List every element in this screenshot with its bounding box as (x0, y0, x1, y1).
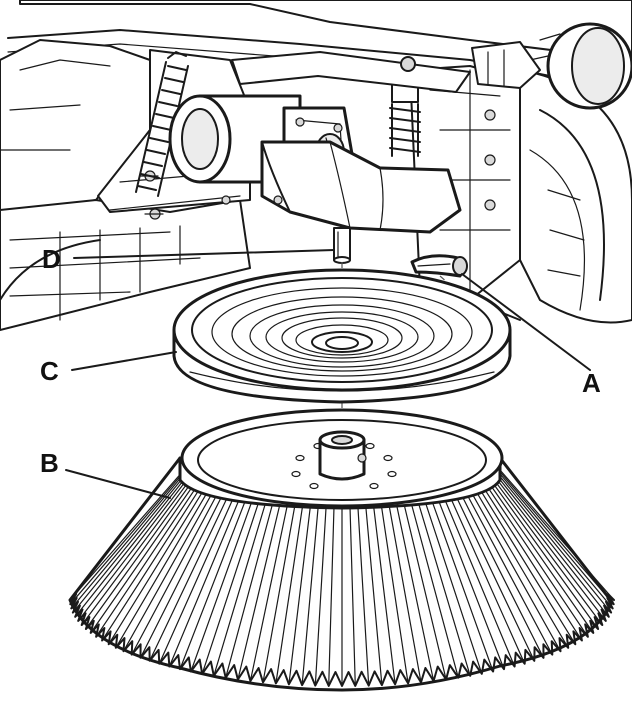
bristle-stroke (364, 499, 383, 686)
retaining-knob (410, 254, 468, 278)
leader-lines (65, 249, 591, 499)
bristle-stroke (201, 495, 262, 675)
bristle-stroke (499, 470, 615, 605)
bristle-stroke (429, 494, 494, 673)
bristle-stroke (480, 483, 583, 642)
bristle-stroke (158, 491, 237, 665)
bristle-stroke (115, 486, 212, 649)
bristle-stroke (81, 478, 192, 626)
bristle-stroke (179, 493, 249, 670)
drive-shaft (333, 227, 351, 264)
bristle-stroke (435, 493, 505, 670)
bristle-stroke (90, 480, 197, 634)
bristle-stroke (422, 495, 483, 675)
mounting-holes (291, 442, 397, 490)
bristle-stroke (498, 472, 614, 610)
bristle-stroke (85, 479, 194, 630)
bristle-stroke (190, 494, 255, 673)
broom-motor-arm (168, 51, 471, 234)
bristle-stroke (168, 492, 243, 668)
broom-bristles (69, 469, 615, 687)
bristle-stroke (262, 498, 297, 683)
bristle-stroke (387, 498, 422, 683)
leader-line-b (65, 469, 171, 499)
leader-line-d (73, 249, 335, 259)
vertical-spring (389, 83, 421, 157)
leader-line-a (461, 273, 591, 371)
bristle-stroke (447, 491, 526, 665)
bristle-stroke (487, 480, 594, 634)
bristle-stroke (499, 469, 615, 601)
bristle-stroke (472, 486, 569, 649)
bristle-stroke (122, 487, 216, 652)
bristle-stroke (492, 478, 603, 626)
bristle-stroke (497, 473, 612, 614)
brush-plate (172, 268, 512, 404)
callout-label-a: A (582, 368, 601, 398)
bristle-stroke (490, 479, 599, 630)
bristle-stroke (108, 484, 208, 645)
bristle-stroke (225, 496, 275, 679)
bristle-stroke (249, 497, 290, 682)
bristle-stroke (139, 489, 226, 659)
bristle-stroke (394, 497, 435, 682)
bristle-stroke (314, 499, 328, 687)
bristle-stroke (288, 498, 312, 685)
bristle-stroke (453, 490, 535, 662)
bristle-stroke (131, 488, 221, 656)
bristle-stroke (441, 492, 516, 668)
bristle-stroke (496, 475, 610, 618)
bristle-stroke (379, 498, 409, 685)
bristle-stroke (69, 470, 185, 605)
bristle-stroke (463, 488, 553, 656)
callout-label-b: B (40, 448, 59, 478)
bristle-stroke (69, 469, 185, 601)
bristle-stroke (401, 497, 447, 681)
bristle-tips (69, 593, 615, 687)
callout-label-c: C (40, 356, 59, 386)
bristle-stroke (70, 472, 186, 610)
bristle-stroke (74, 475, 188, 618)
bristle-stroke (275, 498, 305, 685)
bristle-stroke (149, 490, 231, 662)
leader-line-c (71, 351, 177, 371)
bristle-stroke (494, 476, 607, 622)
side-broom (68, 408, 615, 692)
bristle-stroke (301, 499, 320, 686)
bristle-stroke (356, 499, 370, 687)
bristle-stroke (468, 487, 562, 652)
bristle-stroke (77, 476, 190, 622)
bristle-stroke (95, 482, 200, 638)
callout-label-d: D (42, 244, 61, 274)
bristle-stroke (237, 497, 283, 681)
bristle-stroke (476, 484, 576, 645)
bristle-stroke (213, 495, 269, 677)
bristle-stroke (328, 499, 335, 687)
bristle-stroke (101, 483, 204, 642)
bristle-stroke (458, 489, 545, 659)
bristle-stroke (349, 499, 356, 687)
bristle-stroke (415, 495, 471, 677)
bristle-stroke (409, 496, 459, 679)
bristle-stroke (484, 482, 589, 638)
bristle-stroke (372, 498, 396, 685)
